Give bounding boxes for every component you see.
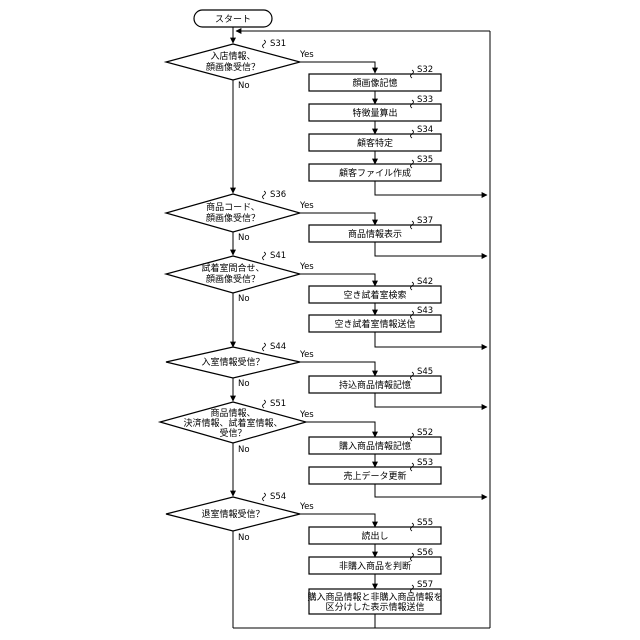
process-text: 特徴量算出 (352, 107, 397, 119)
step-number: S41 (270, 251, 286, 261)
no-label: No (238, 445, 250, 455)
process-text: 持込商品情報記憶 (339, 379, 411, 391)
decision-text-line: 商品情報、 (210, 407, 255, 419)
decision-text-line: 商品コード、 (206, 201, 260, 213)
process-text: 非購入商品を判断 (339, 560, 411, 572)
process-text: 売上データ更新 (343, 470, 406, 482)
step-number: S35 (417, 155, 433, 165)
process-text: 読出し (361, 530, 388, 542)
decision-text-line: 退室情報受信？ (201, 508, 264, 520)
process-text: 空き試着室検索 (343, 289, 406, 301)
process-text: 顧客ファイル作成 (339, 167, 411, 179)
step-number: S44 (270, 342, 286, 352)
step-number: S54 (270, 492, 286, 502)
decision-text-line: 顔画像受信？ (206, 273, 260, 285)
decision-s44: 入室情報受信？ S44 (166, 342, 300, 378)
step-number: S52 (417, 428, 433, 438)
decision-s41: 試着室問合せ、 顔画像受信？ S41 (166, 251, 300, 293)
yes-label: Yes (299, 50, 314, 60)
step-number: S36 (270, 190, 286, 200)
step-number: S53 (417, 458, 433, 468)
process-text: 顧客特定 (357, 137, 393, 149)
step-number: S31 (270, 39, 286, 49)
start-terminator: スタート (194, 10, 272, 27)
decision-text-line: 入店情報、 (210, 50, 255, 62)
no-label: No (238, 294, 250, 304)
decision-text-line: 顔画像受信？ (206, 212, 260, 224)
step-number: S51 (270, 399, 286, 409)
decision-text-line: 受信？ (219, 427, 246, 439)
step-number: S45 (417, 367, 433, 377)
step-number: S33 (417, 95, 433, 105)
process-text: 購入商品情報記憶 (339, 440, 411, 452)
branch-labels: Yes No Yes No Yes No Yes No Yes No Yes N… (238, 50, 314, 543)
yes-label: Yes (299, 410, 314, 420)
process-text: 購入商品情報と非購入商品情報を (307, 591, 442, 603)
process-text: 空き試着室情報送信 (334, 318, 415, 330)
step-number: S43 (417, 306, 433, 316)
process-text: 顔画像記憶 (352, 77, 397, 89)
decision-s36: 商品コード、 顔画像受信？ S36 (166, 190, 300, 232)
no-label: No (238, 533, 250, 543)
no-label: No (238, 379, 250, 389)
process-text: 区分けした表示情報送信 (325, 601, 424, 613)
decision-s54: 退室情報受信？ S54 (166, 492, 300, 531)
yes-label: Yes (299, 350, 314, 360)
decision-text-line: 決済情報、試着室情報、 (183, 417, 282, 429)
process-text: 商品情報表示 (348, 228, 402, 240)
yes-label: Yes (299, 502, 314, 512)
decision-s31: 入店情報、 顔画像受信？ S31 (166, 39, 300, 80)
step-number: S37 (417, 216, 433, 226)
step-number: S57 (417, 580, 433, 590)
start-label: スタート (215, 14, 251, 25)
no-label: No (238, 81, 250, 91)
decision-text-line: 試着室問合せ、 (201, 262, 264, 274)
step-number: S34 (417, 125, 433, 135)
decision-text-line: 入室情報受信？ (201, 356, 264, 368)
decision-text-line: 顔画像受信？ (206, 61, 260, 73)
step-number: S55 (417, 518, 433, 528)
decision-s51: 商品情報、 決済情報、試着室情報、 受信？ S51 (160, 399, 306, 443)
step-number: S32 (417, 65, 433, 75)
no-label: No (238, 233, 250, 243)
yes-label: Yes (299, 262, 314, 272)
yes-label: Yes (299, 201, 314, 211)
step-number: S42 (417, 277, 433, 287)
step-number: S56 (417, 548, 433, 558)
